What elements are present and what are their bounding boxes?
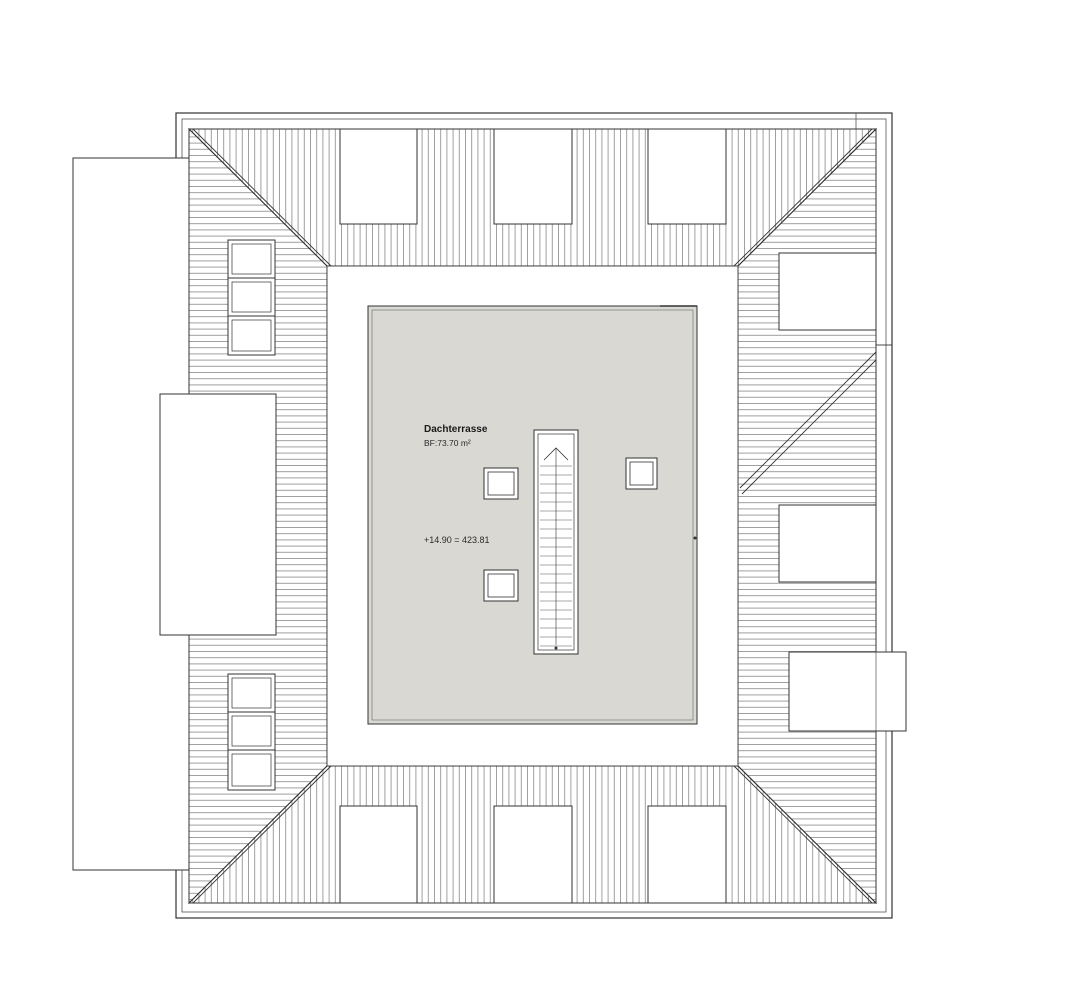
staircase — [533, 429, 579, 655]
roof-hip-lines — [188, 128, 877, 904]
vent-skylight-2 — [625, 457, 658, 490]
dormer-top-1 — [339, 128, 418, 225]
room-area: BF:73.70 m² — [424, 438, 471, 448]
roof-terrace — [367, 305, 698, 725]
dormer-top-2 — [493, 128, 573, 225]
dormer-right-2 — [778, 504, 877, 583]
dormer-bottom-2 — [493, 805, 573, 904]
skylights-left-top — [227, 239, 276, 356]
skylights-left-bottom — [227, 673, 276, 791]
dormer-bottom-1 — [339, 805, 418, 904]
dormer-top-3 — [647, 128, 727, 225]
room-name: Dachterrasse — [424, 424, 488, 435]
balcony-right — [788, 651, 907, 732]
vent-skylight-3 — [483, 569, 519, 602]
dormer-bottom-3 — [647, 805, 727, 904]
level-label: +14.90 = 423.81 — [424, 535, 490, 545]
adjacent-building-left — [72, 157, 277, 871]
roof-right-divider — [739, 344, 892, 495]
vent-skylight-1 — [483, 467, 519, 500]
dormer-right-1 — [778, 252, 877, 331]
